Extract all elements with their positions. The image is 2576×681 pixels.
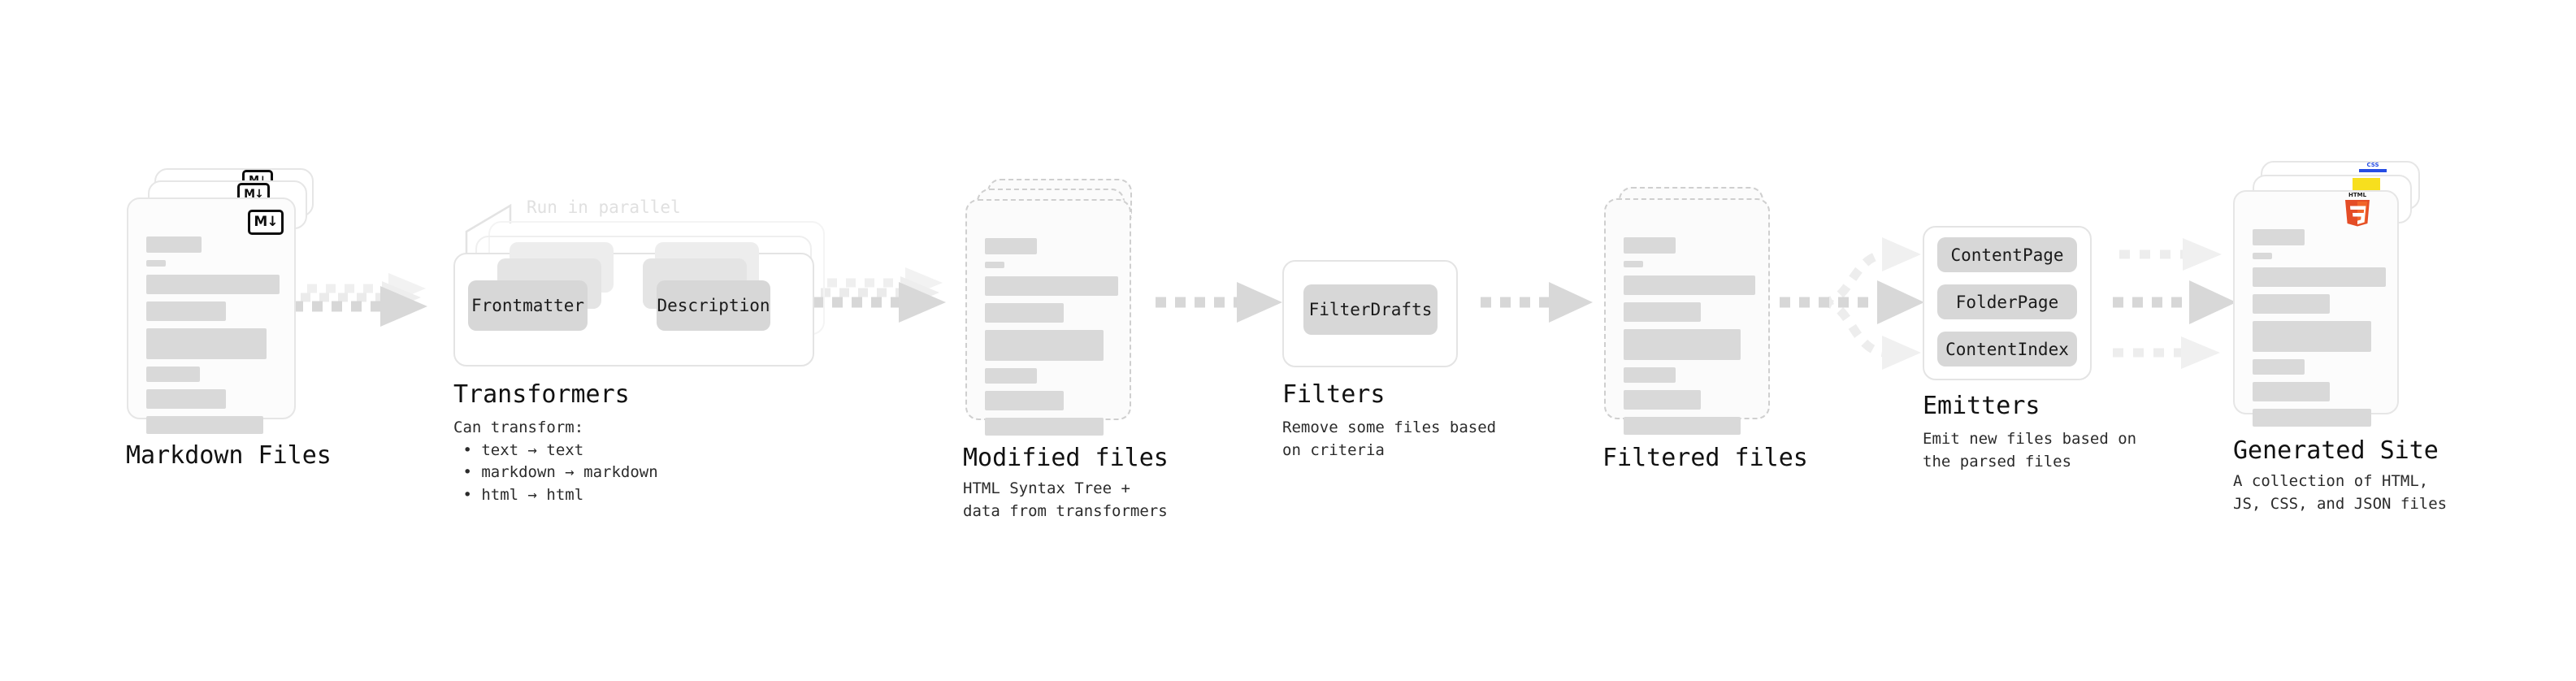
transformer-node-description[interactable]: Description: [657, 280, 770, 331]
run-in-parallel-annotation: Run in parallel: [527, 197, 681, 217]
connector-filters-to-filtered: [1481, 282, 1593, 323]
connector-emitters-to-site: [2113, 238, 2236, 369]
stage-title-filters: Filters: [1282, 380, 1386, 409]
filter-node-filterdrafts[interactable]: FilterDrafts: [1303, 284, 1438, 335]
stage-title-generated-site: Generated Site: [2233, 436, 2439, 465]
stage-title-modified-files: Modified files: [963, 444, 1169, 472]
html5-icon: HTML: [2341, 190, 2374, 227]
markdown-file-card-front: [127, 197, 296, 434]
stage-title-markdown-files: Markdown Files: [126, 441, 332, 470]
connector-filtered-to-emitters: [1780, 237, 1924, 370]
modified-file-card-front: [965, 199, 1131, 436]
stage-title-filtered-files: Filtered files: [1602, 444, 1808, 472]
stage-title-emitters: Emitters: [1923, 392, 2040, 420]
connector-markdown-to-transformers: [293, 273, 427, 327]
connector-modified-to-filters: [1156, 282, 1282, 323]
markdown-skeleton-lines: [146, 236, 280, 441]
stage-subtitle-modified-files: HTML Syntax Tree + data from transformer…: [963, 479, 1168, 520]
emitter-node-folderpage[interactable]: FolderPage: [1937, 284, 2077, 319]
generated-site-skeleton-lines: [2253, 229, 2386, 434]
js-icon: [2353, 178, 2380, 191]
transformer-node-frontmatter[interactable]: Frontmatter: [468, 280, 588, 331]
svg-text:HTML: HTML: [2348, 192, 2367, 198]
stage-subtitle-filters: Remove some files based on criteria: [1282, 419, 1497, 459]
emitter-node-contentpage[interactable]: ContentPage: [1937, 237, 2077, 272]
connector-transformers-to-modified: [813, 267, 946, 323]
css-icon-bar: [2359, 169, 2387, 172]
stage-title-transformers: Transformers: [453, 380, 630, 409]
filtered-file-card-front: [1604, 198, 1770, 435]
stage-subtitle-emitters: Emit new files based on the parsed files: [1923, 430, 2137, 471]
markdown-icon: M↓: [248, 210, 284, 235]
css-icon-text: CSS: [2366, 162, 2379, 168]
stage-subtitle-transformers: Can transform: • text → text • markdown …: [453, 419, 658, 504]
generated-site-card-front: [2233, 190, 2399, 427]
filtered-skeleton-lines: [1624, 237, 1755, 442]
css-icon: CSS: [2359, 162, 2387, 172]
modified-skeleton-lines: [985, 238, 1118, 443]
emitter-node-contentindex[interactable]: ContentIndex: [1937, 332, 2077, 367]
stage-subtitle-generated-site: A collection of HTML, JS, CSS, and JSON …: [2233, 472, 2448, 513]
